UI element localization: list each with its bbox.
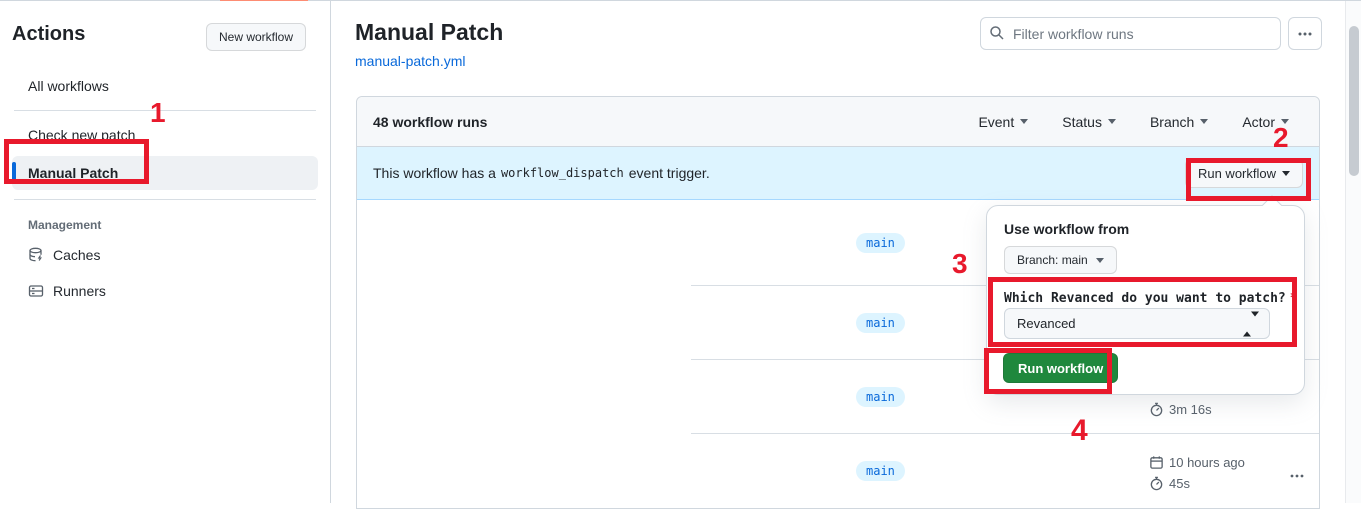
sidebar-item-label: Runners — [53, 283, 106, 299]
chevron-down-icon — [1200, 119, 1209, 124]
runs-filters: Event Status Branch Actor — [978, 114, 1303, 130]
filter-status[interactable]: Status — [1062, 114, 1116, 130]
branch-badge[interactable]: main — [856, 387, 905, 407]
banner-text-after: event trigger. — [628, 165, 710, 181]
workflow-run-row[interactable]: main 10 hours ago 45s — [357, 434, 1319, 508]
filter-runs-search — [980, 17, 1281, 50]
workflow-dispatch-banner: This workflow has a workflow_dispatch ev… — [357, 147, 1319, 200]
page-top-border — [0, 0, 1361, 1]
select-updown-icon — [1243, 311, 1259, 336]
use-workflow-from-label: Use workflow from — [1004, 221, 1130, 237]
stopwatch-icon — [1150, 476, 1163, 491]
branch-selector-button[interactable]: Branch: main — [1004, 246, 1117, 274]
run-row-options-button[interactable] — [1282, 462, 1312, 490]
filter-branch[interactable]: Branch — [1150, 114, 1209, 130]
run-workflow-popup: Use workflow from Branch: main Which Rev… — [986, 195, 1305, 395]
chevron-down-icon — [1281, 119, 1289, 124]
actions-sidebar: Actions New workflow All workflows Check… — [0, 1, 331, 503]
run-time: 10 hours ago — [1149, 455, 1245, 470]
filter-event[interactable]: Event — [978, 114, 1029, 130]
chevron-down-icon — [1020, 119, 1029, 124]
run-workflow-submit-button[interactable]: Run workflow — [1003, 353, 1119, 383]
chevron-down-icon — [1107, 119, 1116, 124]
run-workflow-dropdown-button[interactable]: Run workflow — [1184, 158, 1303, 188]
branch-badge[interactable]: main — [856, 313, 905, 333]
sidebar-item-label: Caches — [53, 247, 101, 263]
sidebar-item-manual-patch[interactable]: Manual Patch — [12, 156, 318, 190]
calendar-icon — [1150, 456, 1163, 469]
management-section-label: Management — [28, 218, 102, 232]
kebab-icon — [1290, 474, 1304, 478]
page-title: Manual Patch — [355, 19, 504, 45]
run-duration: 3m 16s — [1149, 402, 1212, 417]
banner-text-before: This workflow has a — [373, 165, 496, 181]
revanced-input-label: Which Revanced do you want to patch?* — [1004, 291, 1298, 306]
branch-badge[interactable]: main — [856, 233, 905, 253]
runs-table-header: 48 workflow runs Event Status Branch Act… — [357, 97, 1319, 147]
stopwatch-icon — [1150, 402, 1163, 417]
chevron-down-icon — [1282, 170, 1290, 176]
scrollbar-thumb[interactable] — [1349, 26, 1359, 176]
new-workflow-button[interactable]: New workflow — [205, 23, 306, 51]
filter-workflow-runs-input[interactable] — [980, 17, 1281, 50]
banner-code: workflow_dispatch — [500, 166, 624, 180]
sidebar-item-caches[interactable]: Caches — [12, 240, 318, 270]
sidebar-item-all-workflows[interactable]: All workflows — [28, 78, 109, 94]
workflow-runs-count: 48 workflow runs — [373, 113, 488, 130]
filter-actor[interactable]: Actor — [1242, 114, 1289, 130]
revanced-select[interactable]: Revanced — [1004, 308, 1270, 339]
sidebar-divider — [14, 199, 316, 200]
chevron-down-icon — [1095, 257, 1104, 263]
sidebar-divider — [14, 110, 316, 111]
runners-icon — [28, 285, 44, 297]
sidebar-item-runners[interactable]: Runners — [12, 276, 318, 306]
caches-icon — [29, 247, 42, 262]
run-duration: 45s — [1149, 476, 1190, 491]
kebab-icon — [1298, 32, 1312, 35]
scrollbar-track[interactable] — [1345, 1, 1361, 503]
required-asterisk: * — [1289, 291, 1298, 306]
branch-badge[interactable]: main — [856, 461, 905, 481]
sidebar-title: Actions — [12, 23, 86, 45]
workflow-file-link[interactable]: manual-patch.yml — [355, 53, 466, 69]
sidebar-item-check-new-patch[interactable]: Check new patch — [28, 127, 136, 143]
workflow-options-button[interactable] — [1288, 17, 1322, 50]
